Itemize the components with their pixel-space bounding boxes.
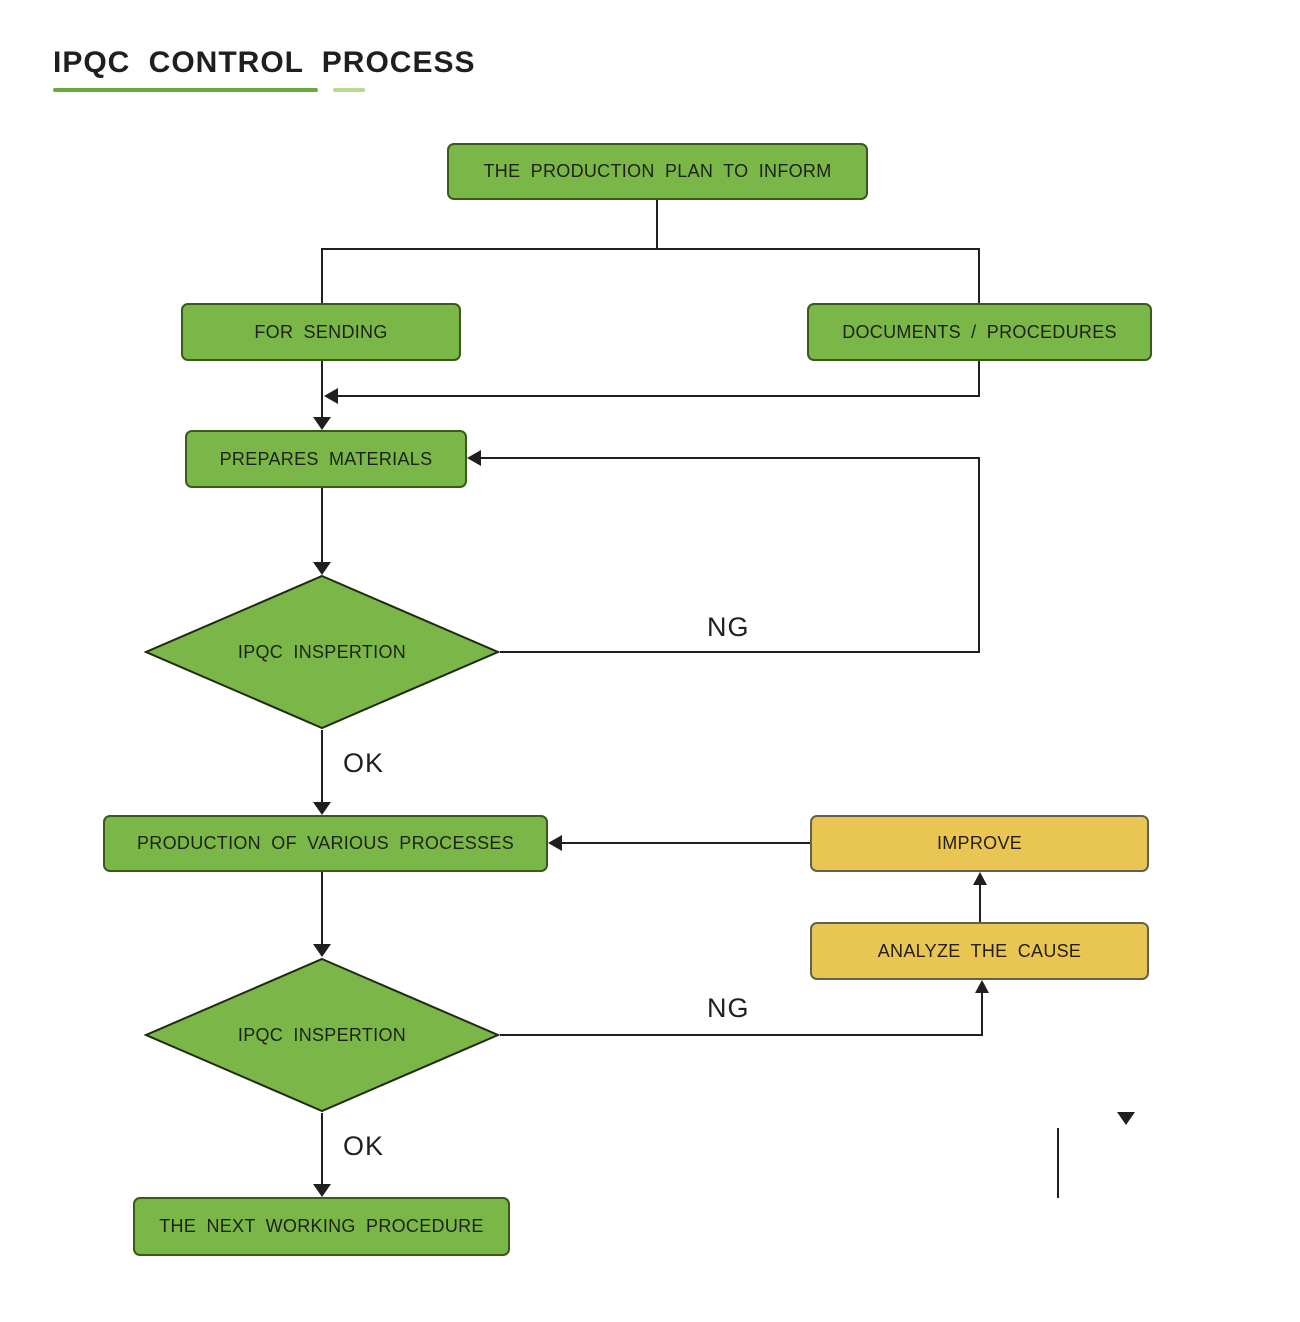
- arrow-up-icon: [973, 872, 987, 885]
- diamond-shape: [144, 574, 500, 730]
- title-underline-dark: [53, 88, 318, 92]
- edge-label-ng-1: NG: [707, 612, 750, 642]
- node-analyze-cause: ANALYZE THE CAUSE: [810, 922, 1149, 980]
- stray-arrow-down-icon: [1117, 1112, 1135, 1125]
- connector-line: [978, 248, 980, 303]
- edge-label-ok-2: OK: [343, 1131, 385, 1161]
- node-prepares-materials: PREPARES MATERIALS: [185, 430, 467, 488]
- connector-line: [656, 200, 658, 250]
- connector-line: [321, 730, 323, 802]
- node-improve: IMPROVE: [810, 815, 1149, 872]
- arrow-down-icon: [313, 417, 331, 430]
- node-label: DOCUMENTS / PROCEDURES: [842, 321, 1117, 342]
- connector-line: [321, 248, 323, 303]
- page-title: IPQC CONTROL PROCESS: [53, 46, 476, 79]
- connector-line: [338, 395, 980, 397]
- stray-line: [1057, 1128, 1059, 1198]
- connector-line: [321, 361, 323, 419]
- node-label: IMPROVE: [936, 833, 1023, 853]
- edge-label-ng-2: NG: [707, 993, 750, 1023]
- node-label: IPQC INSPERTION: [237, 1024, 407, 1045]
- decision-ipqc-inspection-2: IPQC INSPERTION: [144, 957, 500, 1113]
- node-label: PRODUCTION OF VARIOUS PROCESSES: [136, 833, 514, 853]
- node-production-processes: PRODUCTION OF VARIOUS PROCESSES: [103, 815, 548, 872]
- arrow-down-icon: [313, 944, 331, 957]
- node-label: ANALYZE THE CAUSE: [877, 940, 1082, 961]
- node-for-sending: FOR SENDING: [181, 303, 461, 361]
- connector-line: [321, 1113, 323, 1185]
- arrow-down-icon: [313, 1184, 331, 1197]
- arrow-down-icon: [313, 562, 331, 575]
- arrow-left-icon: [324, 388, 338, 404]
- node-label: THE PRODUCTION PLAN TO INFORM: [483, 161, 832, 181]
- arrow-down-icon: [313, 802, 331, 815]
- decision-ipqc-inspection-1: IPQC INSPERTION: [144, 574, 500, 730]
- node-production-plan: THE PRODUCTION PLAN TO INFORM: [447, 143, 868, 200]
- connector-line: [500, 1034, 983, 1036]
- diamond-shape: [144, 957, 500, 1113]
- arrow-left-icon: [467, 450, 481, 466]
- title-underline-light: [333, 88, 365, 92]
- connector-line: [321, 872, 323, 946]
- node-next-working-procedure: THE NEXT WORKING PROCEDURE: [133, 1197, 510, 1256]
- connector-line: [481, 457, 980, 459]
- connector-line: [321, 488, 323, 564]
- node-label: FOR SENDING: [254, 321, 388, 342]
- connector-line: [321, 248, 980, 250]
- connector-line: [979, 884, 981, 922]
- node-documents-procedures: DOCUMENTS / PROCEDURES: [807, 303, 1152, 361]
- connector-line: [500, 651, 980, 653]
- edge-label-ok-1: OK: [343, 748, 385, 778]
- connector-line: [981, 992, 983, 1034]
- connector-line: [560, 842, 810, 844]
- node-label: PREPARES MATERIALS: [219, 448, 433, 469]
- arrow-left-icon: [548, 835, 562, 851]
- node-label: THE NEXT WORKING PROCEDURE: [159, 1216, 484, 1236]
- node-label: IPQC INSPERTION: [237, 641, 407, 662]
- connector-line: [978, 361, 980, 396]
- arrow-up-icon: [975, 980, 989, 993]
- connector-line: [978, 457, 980, 653]
